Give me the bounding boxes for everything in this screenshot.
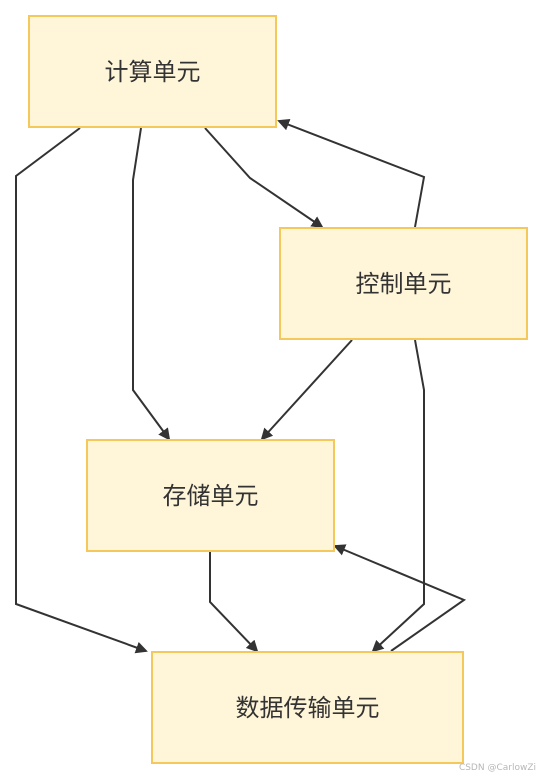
node-control-unit-label: 控制单元 — [355, 269, 452, 298]
node-data-transfer-unit: 数据传输单元 — [151, 651, 464, 764]
edge-control-to-storage — [260, 339, 353, 441]
edge-compute-to-control — [204, 127, 324, 229]
node-compute-unit-label: 计算单元 — [104, 57, 201, 86]
node-storage-unit-label: 存储单元 — [162, 481, 259, 510]
edge-control-to-transfer — [371, 339, 425, 653]
edge-control-to-compute — [277, 119, 426, 228]
node-data-transfer-unit-label: 数据传输单元 — [235, 693, 380, 722]
node-control-unit: 控制单元 — [279, 227, 528, 340]
node-compute-unit: 计算单元 — [28, 15, 277, 128]
watermark: CSDN @CarlowZi — [458, 763, 536, 773]
edge-transfer-to-storage — [333, 544, 467, 652]
node-storage-unit: 存储单元 — [86, 439, 335, 552]
edge-compute-to-storage — [132, 127, 171, 441]
edge-compute-to-transfer — [15, 127, 148, 654]
edge-storage-to-transfer — [209, 552, 259, 653]
